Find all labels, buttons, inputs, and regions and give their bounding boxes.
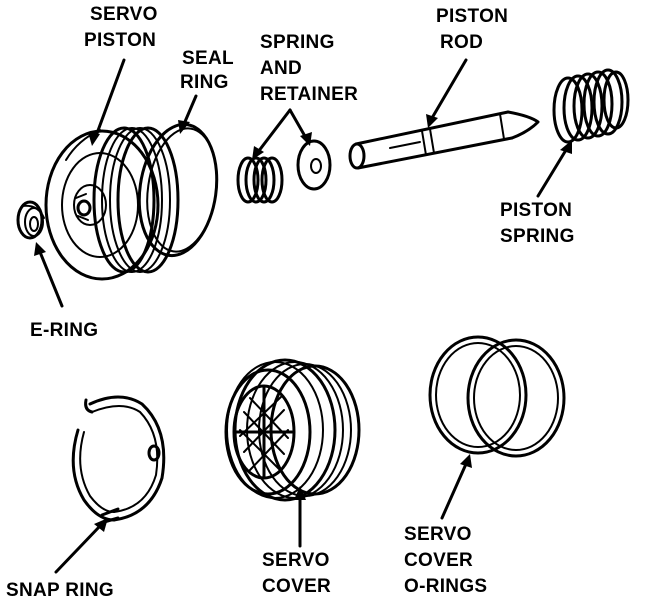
label-servo-cover-o-rings: SERVO COVER O-RINGS — [404, 524, 487, 597]
label-piston-spring-line2: SPRING — [500, 226, 575, 247]
small-spring-part — [236, 156, 284, 204]
label-piston-spring: PISTON SPRING — [500, 200, 575, 247]
label-piston-rod: PISTON ROD — [436, 6, 508, 53]
label-orings-line2: COVER — [404, 550, 473, 571]
label-spring-retainer-line1: SPRING — [260, 32, 335, 53]
label-piston-rod-line2: ROD — [440, 32, 483, 53]
servo-cover-grille — [234, 386, 294, 478]
label-servo-cover-line1: SERVO — [262, 550, 330, 571]
retainer-part — [296, 139, 332, 191]
label-servo-piston-line2: PISTON — [84, 30, 156, 51]
label-snap-ring: SNAP RING — [6, 580, 114, 601]
label-seal-ring: SEAL RING — [180, 48, 234, 93]
snap-ring-part — [71, 395, 166, 524]
label-e-ring-line1: E-RING — [30, 320, 98, 341]
label-piston-rod-line1: PISTON — [436, 6, 508, 27]
label-orings-line1: SERVO — [404, 524, 472, 545]
servo-cover-orings-part — [428, 335, 566, 458]
label-servo-piston-line1: SERVO — [90, 4, 158, 25]
label-servo-piston: SERVO PISTON — [84, 4, 158, 51]
label-spring-and-retainer: SPRING AND RETAINER — [260, 32, 358, 105]
leader-lines — [34, 58, 572, 574]
label-seal-ring-line1: SEAL — [182, 48, 234, 69]
label-spring-retainer-line3: RETAINER — [260, 84, 358, 105]
piston-rod-part — [348, 110, 540, 170]
e-ring-part — [16, 200, 45, 240]
label-seal-ring-line2: RING — [180, 72, 229, 93]
label-snap-ring-line1: SNAP RING — [6, 580, 114, 601]
servo-piston-part — [44, 126, 180, 281]
label-e-ring: E-RING — [30, 320, 98, 341]
label-orings-line3: O-RINGS — [404, 576, 487, 597]
label-spring-retainer-line2: AND — [260, 58, 302, 79]
label-piston-spring-line1: PISTON — [500, 200, 572, 221]
label-servo-cover-line2: COVER — [262, 576, 331, 597]
piston-spring-part — [552, 68, 630, 144]
servo-cover-part — [224, 358, 361, 502]
label-servo-cover: SERVO COVER — [262, 550, 331, 597]
